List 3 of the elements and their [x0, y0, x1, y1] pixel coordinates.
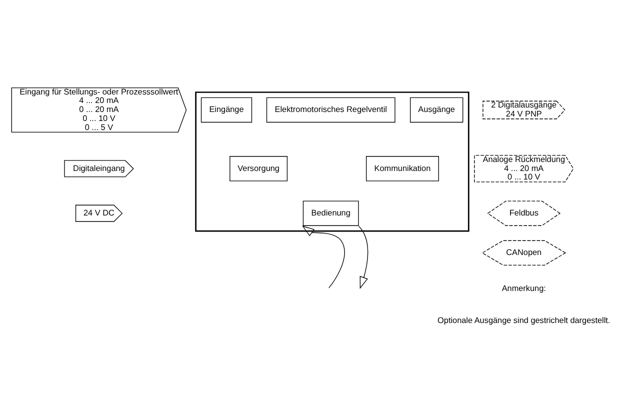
arrow — [358, 225, 368, 288]
arrow — [302, 225, 345, 288]
cluster — [195, 91, 470, 232]
